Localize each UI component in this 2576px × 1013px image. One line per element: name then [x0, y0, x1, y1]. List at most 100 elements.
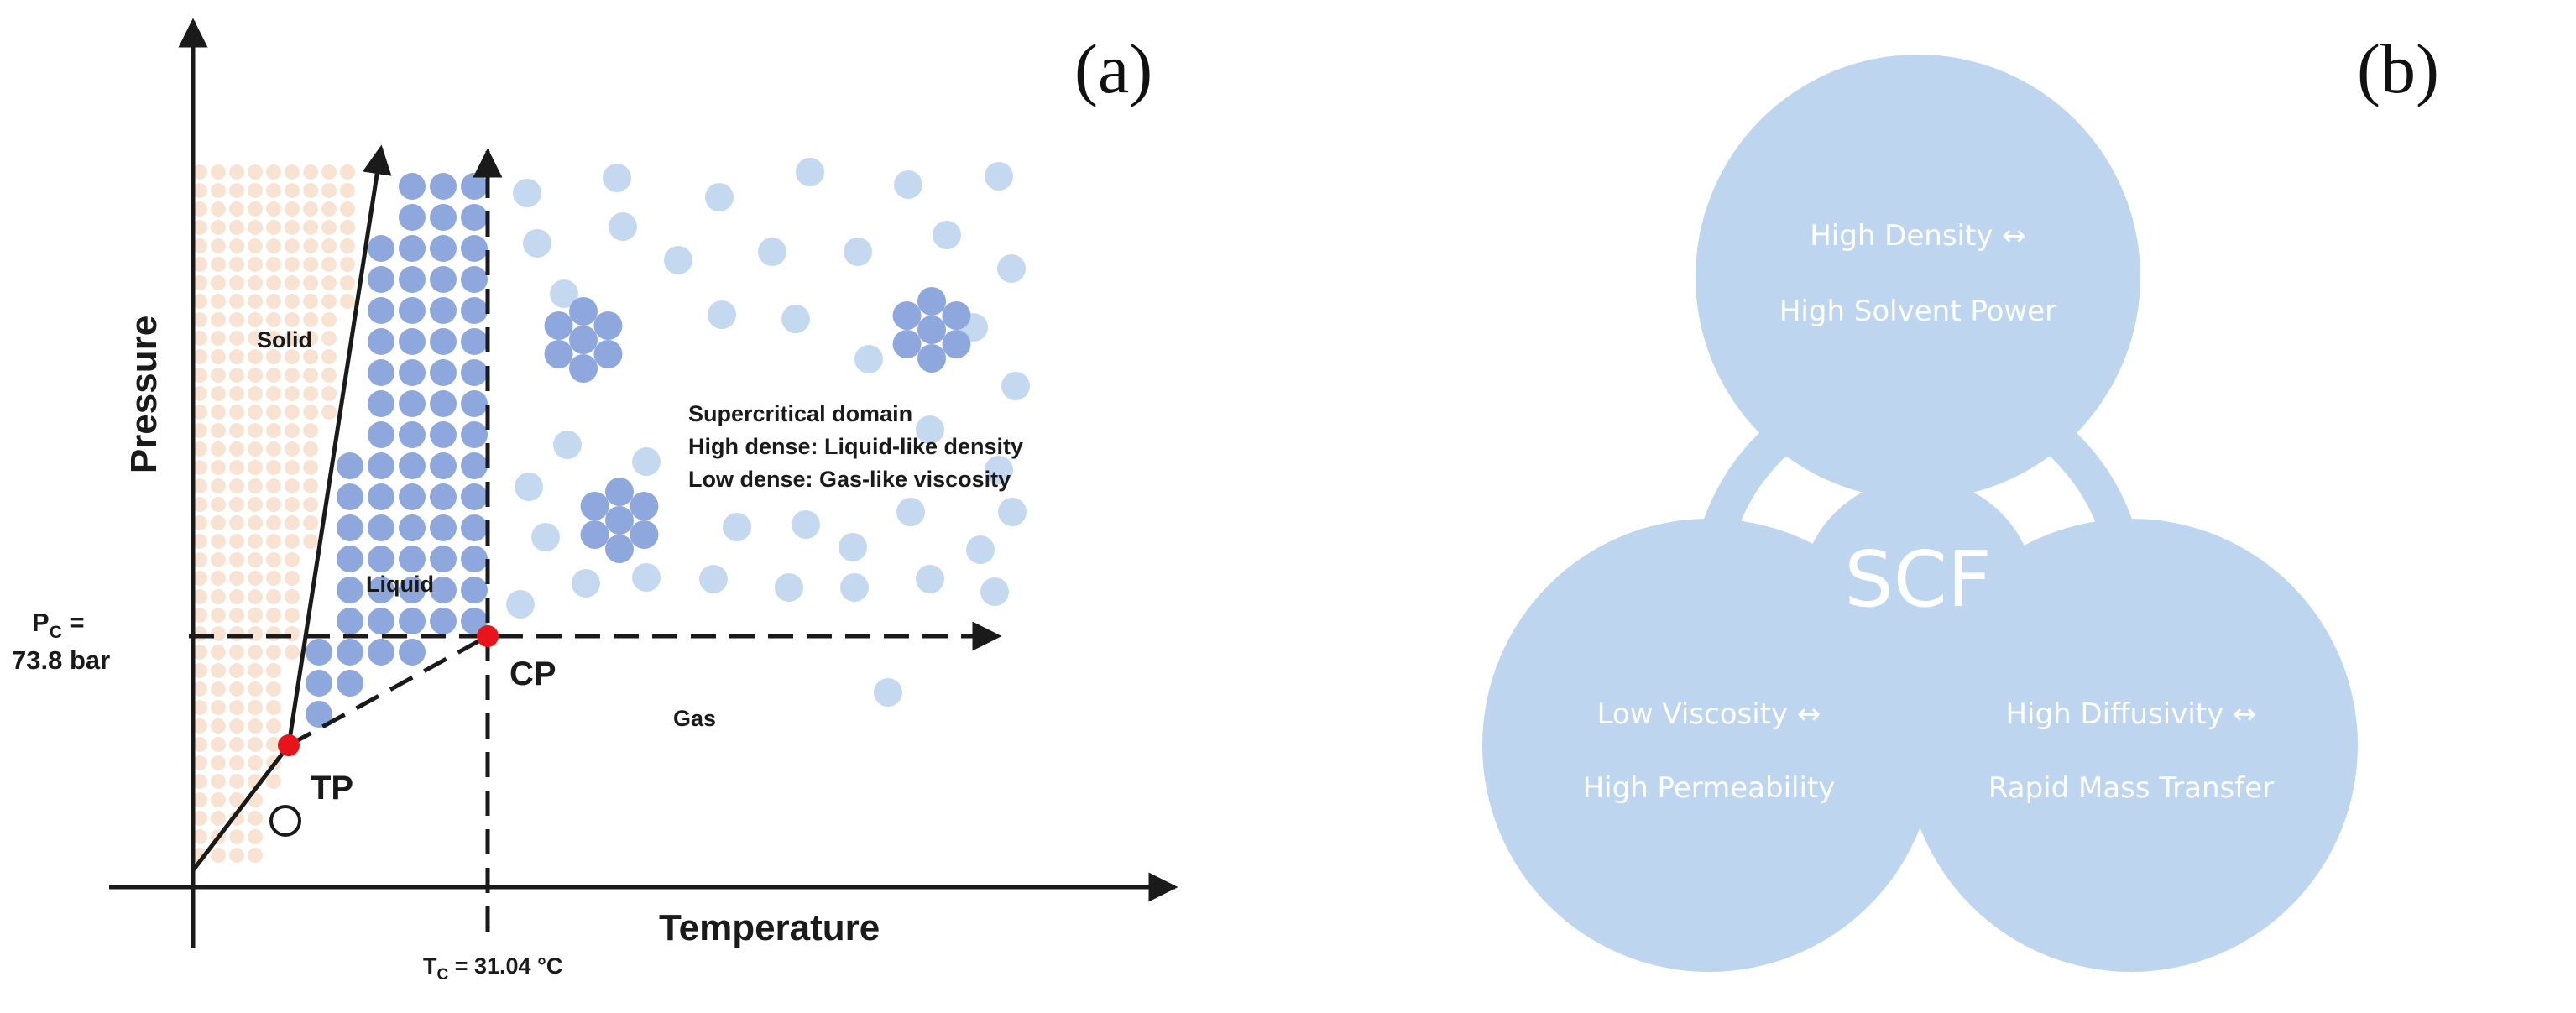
solid-dot — [285, 460, 300, 475]
supercritical-cluster-dot — [580, 520, 609, 549]
solid-dot — [192, 257, 207, 272]
liquid-dot — [430, 514, 457, 541]
liquid-dot — [430, 297, 457, 324]
open-circle-marker — [269, 805, 301, 837]
supercritical-cluster-dots — [544, 287, 971, 563]
critical-temperature-label: TC = 31.04 °C — [423, 953, 562, 984]
liquid-dot — [368, 514, 394, 541]
solid-dot — [266, 737, 281, 752]
solid-dot — [266, 700, 281, 715]
solid-dot — [229, 589, 244, 604]
liquid-dot — [337, 546, 363, 572]
critical-point-label: CP — [509, 655, 556, 692]
solid-dot — [266, 663, 281, 678]
liquid-dot — [461, 390, 488, 417]
supercritical-light-dot — [603, 164, 631, 192]
supercritical-cluster-dot — [605, 535, 634, 563]
solid-dot — [192, 552, 207, 567]
solid-dot — [229, 829, 244, 844]
solid-dot — [229, 534, 244, 549]
solid-dot — [192, 331, 207, 346]
solid-dot — [248, 497, 263, 512]
property-circle-density — [1696, 55, 2140, 499]
supercritical-light-dot — [894, 170, 922, 199]
supercritical-light-dot — [792, 510, 820, 539]
solid-dot — [248, 349, 263, 364]
solid-dot — [229, 737, 244, 752]
solid-dot — [211, 238, 226, 253]
solid-dot — [266, 441, 281, 457]
liquid-dot — [368, 390, 394, 417]
solid-dot — [248, 441, 263, 457]
solid-dot — [229, 386, 244, 401]
supercritical-cluster-dot — [917, 287, 946, 316]
solid-dot — [192, 515, 207, 530]
solid-dot — [211, 608, 226, 623]
solid-dot — [229, 718, 244, 734]
solid-dot — [211, 737, 226, 752]
density-line2: High Solvent Power — [1779, 295, 2056, 328]
liquid-dot — [399, 173, 426, 200]
solid-dot — [229, 608, 244, 623]
liquid-dot — [368, 546, 394, 572]
supercritical-light-dot — [553, 431, 582, 459]
solid-dot — [303, 534, 318, 549]
solid-dot — [285, 478, 300, 493]
solid-dot — [285, 423, 300, 438]
supercritical-density-note: High dense: Liquid-like density — [688, 434, 1023, 459]
solid-dot — [266, 460, 281, 475]
supercritical-light-dot — [705, 183, 734, 211]
solid-dot — [248, 737, 263, 752]
solid-dot — [192, 792, 207, 807]
solid-dot — [303, 331, 318, 346]
liquid-dot — [461, 577, 488, 603]
liquid-dot — [461, 421, 488, 448]
solid-dot — [192, 164, 207, 180]
solid-dot — [266, 257, 281, 272]
supercritical-light-dot — [699, 565, 728, 593]
critical-point-marker — [477, 625, 499, 647]
liquid-dot — [337, 452, 363, 479]
solid-dot — [192, 681, 207, 697]
solid-dot — [192, 608, 207, 623]
liquid-dot — [430, 204, 457, 231]
supercritical-light-dot — [916, 415, 944, 444]
diffusivity-line1: High Diffusivity ↔ — [2005, 697, 2256, 731]
solid-dot — [303, 183, 318, 198]
supercritical-light-dot — [572, 569, 600, 598]
solid-dot — [248, 663, 263, 678]
solid-dot — [211, 201, 226, 217]
supercritical-title: Supercritical domain — [688, 401, 912, 426]
solid-dot — [211, 368, 226, 383]
solid-dot — [303, 515, 318, 530]
solid-dot — [321, 238, 337, 253]
solid-dot — [266, 515, 281, 530]
solid-dot — [285, 552, 300, 567]
solid-dot — [266, 681, 281, 697]
solid-dot — [229, 257, 244, 272]
liquid-region-label: Liquid — [366, 572, 434, 597]
liquid-dot — [430, 546, 457, 572]
supercritical-light-dot — [758, 238, 786, 266]
liquid-dot — [399, 608, 426, 634]
liquid-dot — [306, 670, 332, 697]
solid-dot — [303, 349, 318, 364]
solid-dot — [211, 515, 226, 530]
solid-dot — [229, 663, 244, 678]
solid-dot — [229, 441, 244, 457]
solid-dot — [303, 368, 318, 383]
phase-diagram-panel: (a) Pressure Temperature Solid Liquid Ga… — [12, 18, 1178, 984]
solid-dot — [321, 312, 337, 327]
solid-dot — [248, 718, 263, 734]
solid-dot — [248, 294, 263, 309]
liquid-dot — [461, 546, 488, 572]
solid-dot — [192, 238, 207, 253]
supercritical-light-dot — [966, 535, 995, 564]
viscosity-line2: High Permeability — [1583, 771, 1836, 805]
solid-dot — [248, 755, 263, 770]
liquid-dot — [368, 639, 394, 666]
solid-dot — [285, 441, 300, 457]
supercritical-light-dot — [896, 498, 925, 526]
liquid-dot — [399, 359, 426, 386]
supercritical-light-dot — [874, 678, 902, 707]
